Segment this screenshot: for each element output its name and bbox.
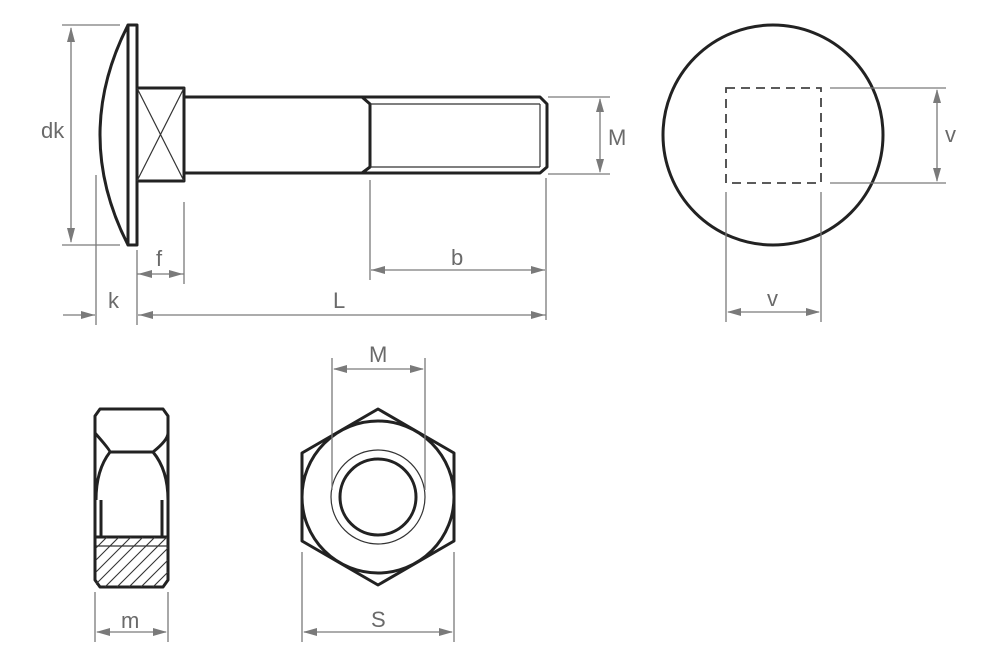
label-dk: dk [41, 118, 65, 143]
dim-M-nut: M [331, 342, 426, 490]
label-M-nut: M [369, 342, 387, 367]
nut-outline [93, 407, 170, 589]
dim-f: f [136, 202, 185, 325]
label-b: b [451, 245, 463, 270]
thread-major-circle [330, 449, 426, 545]
label-v-horizontal: v [767, 286, 778, 311]
bolt-head-dome [98, 24, 130, 246]
dim-L: L [138, 178, 547, 320]
label-M-bolt: M [608, 125, 626, 150]
dim-S: S [301, 552, 455, 642]
nut-hexagon [300, 407, 456, 587]
square-neck-hidden [725, 87, 822, 184]
nut-chamfer-circle [300, 419, 456, 575]
label-m: m [121, 608, 139, 633]
thread-section [361, 95, 549, 175]
dim-v-horizontal: v [725, 192, 822, 322]
square-neck [135, 86, 186, 183]
label-L: L [333, 288, 345, 313]
bolt-shank [184, 95, 366, 175]
dim-M-bolt: M [548, 96, 626, 175]
dim-m: m [94, 592, 169, 642]
head-circle [661, 23, 885, 247]
dim-v-vertical: v [830, 87, 956, 184]
dim-dk: dk [41, 24, 120, 246]
label-k: k [108, 288, 120, 313]
label-S: S [371, 607, 386, 632]
nut-bore-circle [338, 457, 418, 537]
dim-k: k [63, 175, 120, 325]
nut-front-view: M S [300, 342, 456, 642]
nut-side-view: m [93, 407, 170, 642]
label-v-vertical: v [945, 122, 956, 147]
bolt-side-view: dk f k L [41, 23, 626, 325]
nut-section-hatch [96, 537, 168, 587]
dim-b: b [369, 180, 545, 280]
label-f: f [156, 246, 163, 271]
bolt-end-view: v v [661, 23, 956, 322]
